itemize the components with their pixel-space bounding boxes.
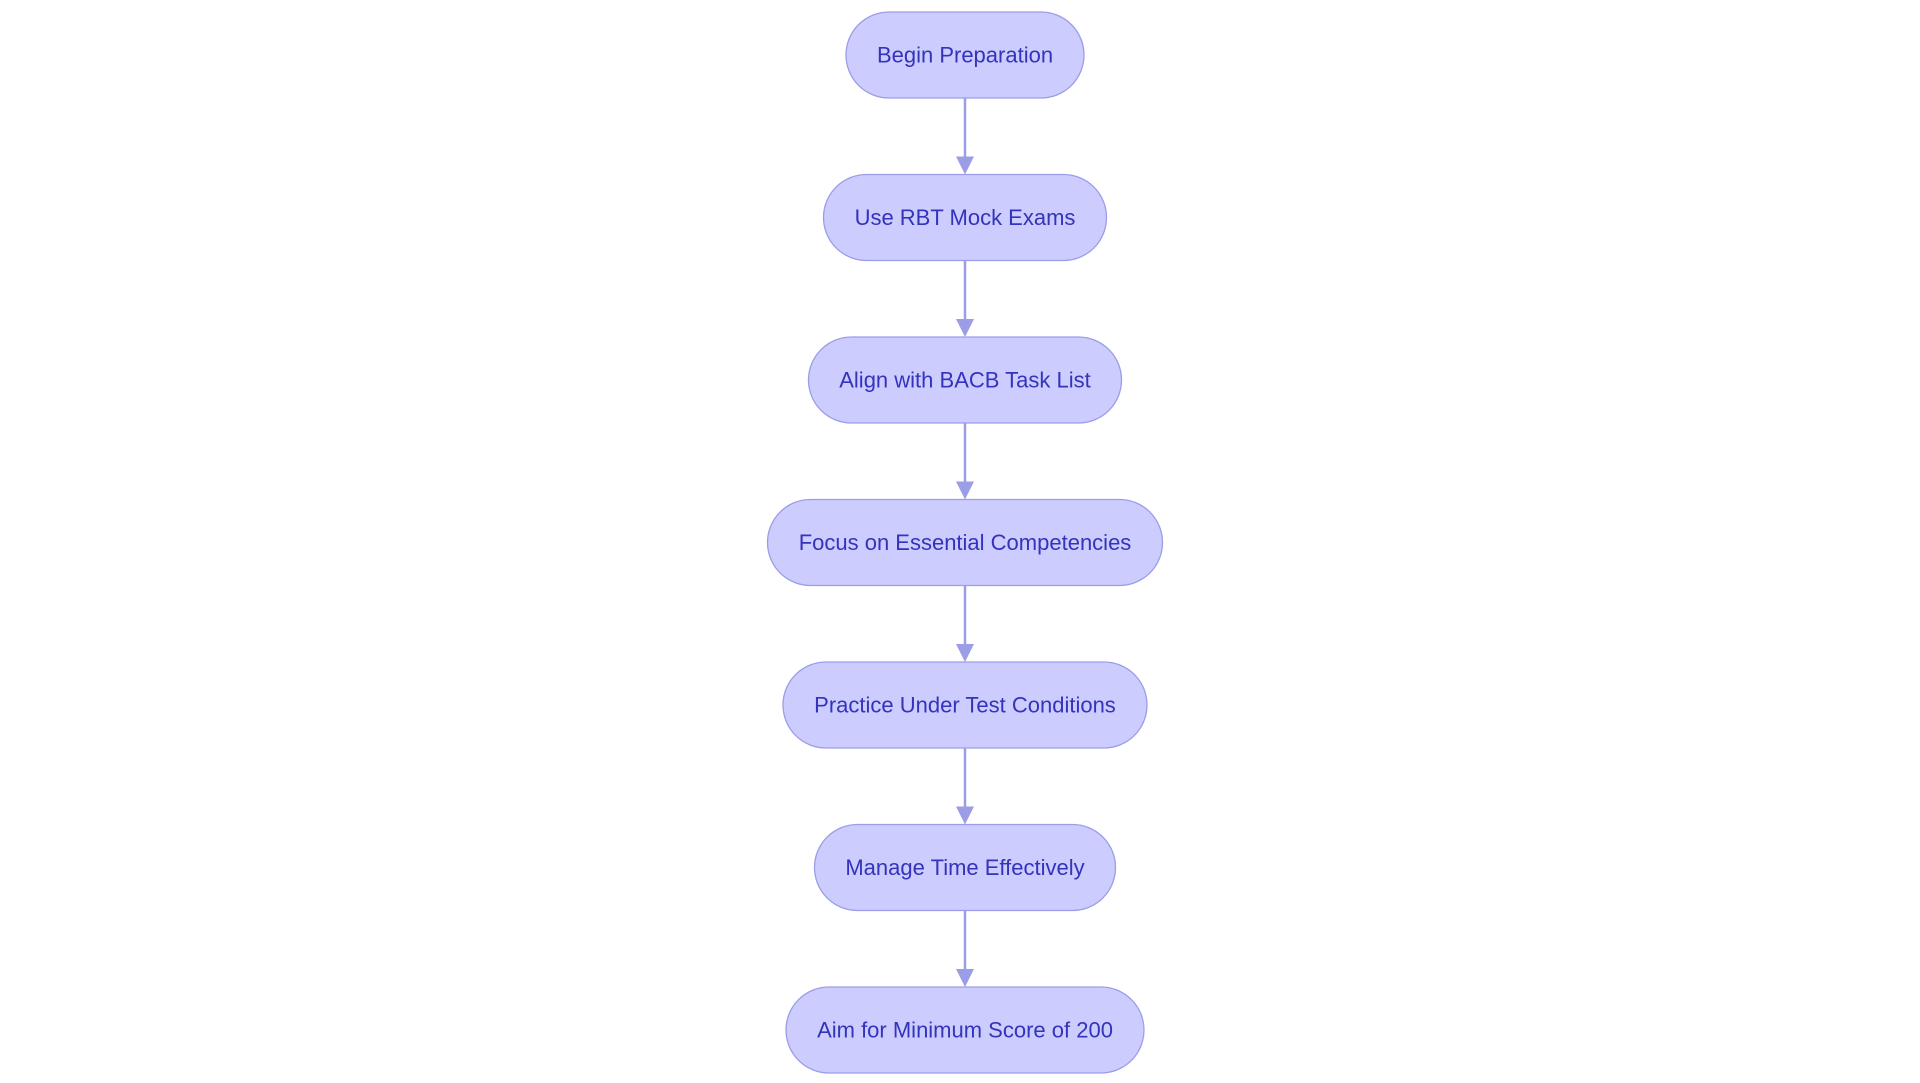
- node-label: Focus on Essential Competencies: [799, 530, 1132, 555]
- flow-node-begin: Begin Preparation: [845, 11, 1085, 99]
- flow-node-align: Align with BACB Task List: [807, 336, 1123, 424]
- node-shape: [766, 498, 1164, 587]
- node-label: Align with BACB Task List: [839, 368, 1090, 393]
- flow-node-focus: Focus on Essential Competencies: [766, 498, 1164, 587]
- node-shape: [813, 823, 1117, 912]
- node-shape: [807, 336, 1123, 424]
- arrowhead-icon: [956, 806, 974, 825]
- flow-node-time: Manage Time Effectively: [813, 823, 1117, 912]
- flow-arrow-mock-to-align: [956, 260, 974, 337]
- node-shape: [782, 661, 1148, 749]
- node-label: Begin Preparation: [877, 43, 1053, 68]
- node-label: Manage Time Effectively: [845, 855, 1084, 880]
- node-shape: [845, 11, 1085, 99]
- flow-node-practice: Practice Under Test Conditions: [782, 661, 1148, 749]
- flow-arrow-time-to-score: [956, 910, 974, 987]
- node-label: Use RBT Mock Exams: [855, 205, 1076, 230]
- arrowhead-icon: [956, 644, 974, 662]
- flow-node-score: Aim for Minimum Score of 200: [785, 986, 1145, 1074]
- flow-arrow-align-to-focus: [956, 423, 974, 500]
- flow-node-mock: Use RBT Mock Exams: [822, 173, 1108, 262]
- node-shape: [785, 986, 1145, 1074]
- node-shape: [822, 173, 1108, 262]
- edges-layer: [956, 98, 974, 987]
- arrowhead-icon: [956, 319, 974, 337]
- flow-arrow-focus-to-practice: [956, 585, 974, 662]
- arrowhead-icon: [956, 969, 974, 987]
- flow-arrow-practice-to-time: [956, 748, 974, 825]
- node-label: Practice Under Test Conditions: [814, 693, 1116, 718]
- arrowhead-icon: [956, 156, 974, 175]
- node-label: Aim for Minimum Score of 200: [817, 1018, 1113, 1043]
- flow-arrow-begin-to-mock: [956, 98, 974, 175]
- arrowhead-icon: [956, 481, 974, 500]
